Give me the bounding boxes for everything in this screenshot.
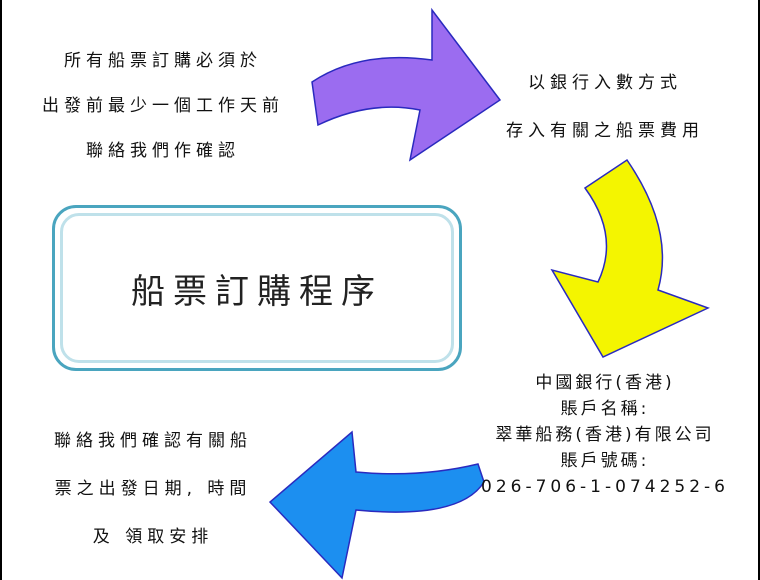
step-4-line-3: 及 領取安排 xyxy=(92,527,214,547)
left-border xyxy=(0,0,2,580)
step-1-text: 所有船票訂購必須於 出發前最少一個工作天前 聯絡我們作確認 xyxy=(18,48,308,183)
purple-arrow xyxy=(311,7,502,162)
yellow-arrow xyxy=(550,158,710,358)
step-1-line-3: 聯絡我們作確認 xyxy=(86,141,240,161)
step-3-line-1: 中國銀行(香港) xyxy=(535,373,675,393)
step-4-text: 聯絡我們確認有關船 票之出發日期, 時間 及 領取安排 xyxy=(18,428,288,572)
step-4-line-2: 票之出發日期, 時間 xyxy=(54,479,252,499)
step-2-line-2: 存入有關之船票費用 xyxy=(506,121,704,141)
step-1-line-2: 出發前最少一個工作天前 xyxy=(42,96,284,116)
step-3-line-2: 賬戶名稱: xyxy=(560,399,650,419)
step-3-line-4: 賬戶號碼: xyxy=(560,451,650,471)
diagram-title: 船票訂購程序 xyxy=(131,271,383,312)
title-box: 船票訂購程序 xyxy=(52,205,462,371)
step-3-account-number: 026-706-1-074252-6 xyxy=(481,477,729,497)
step-1-line-1: 所有船票訂購必須於 xyxy=(64,51,262,71)
blue-arrow xyxy=(268,430,485,580)
step-3-text: 中國銀行(香港) 賬戶名稱: 翠華船務(香港)有限公司 賬戶號碼: 026-70… xyxy=(470,370,740,500)
step-2-line-1: 以銀行入數方式 xyxy=(528,73,682,93)
step-3-line-3: 翠華船務(香港)有限公司 xyxy=(495,425,715,445)
step-2-text: 以銀行入數方式 存入有關之船票費用 xyxy=(470,70,740,166)
right-border xyxy=(758,0,760,580)
step-4-line-1: 聯絡我們確認有關船 xyxy=(54,431,252,451)
